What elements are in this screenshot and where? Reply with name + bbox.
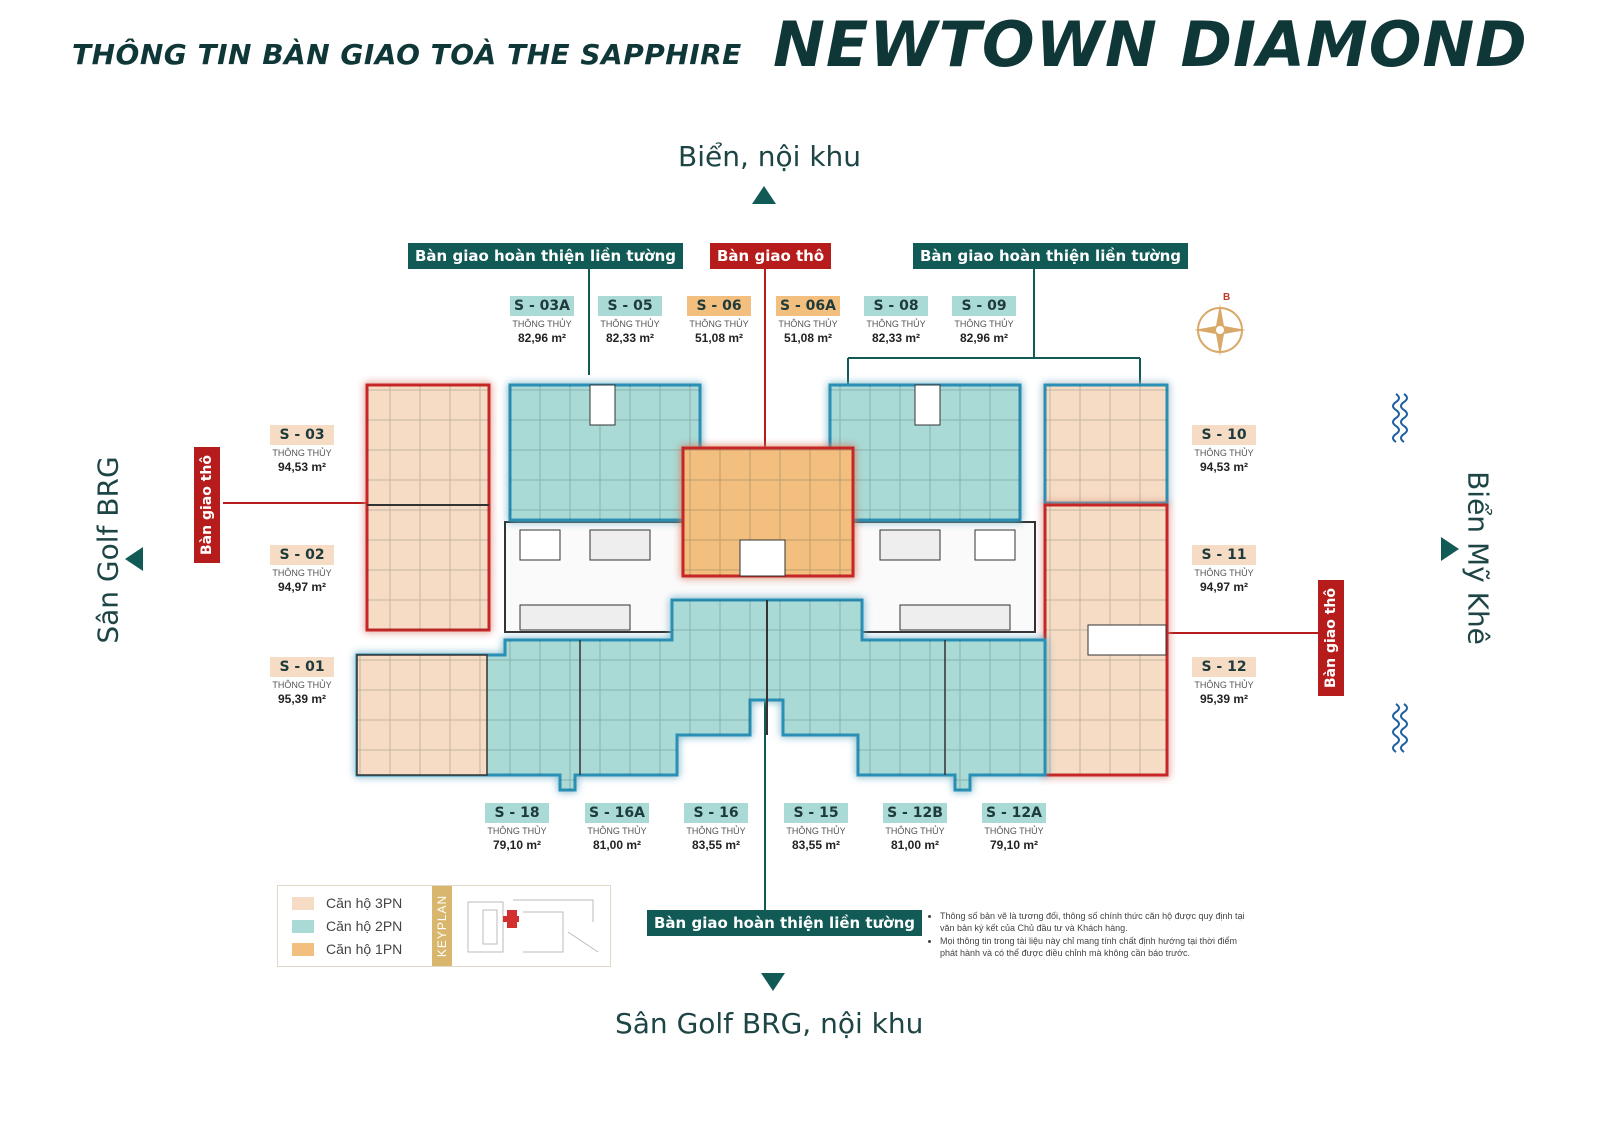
- direction-south: Sân Golf BRG, nội khu: [615, 1007, 924, 1040]
- legend-swatch: [292, 919, 314, 933]
- keyplan-label: KEYPLAN: [435, 894, 449, 958]
- unit-label-s18: S - 18 THÔNG THỦY 79,10 m²: [485, 803, 549, 855]
- unit-label-s06a: S - 06A THÔNG THỦY 51,08 m²: [776, 296, 840, 348]
- note-item: Mọi thông tin trong tài liệu này chỉ man…: [940, 935, 1248, 959]
- legend: Căn hộ 3PN Căn hộ 2PN Căn hộ 1PN KEYPLAN: [277, 885, 611, 967]
- south-arrow-icon: [761, 973, 785, 991]
- tag-finished-bottom: Bàn giao hoàn thiện liền tường: [647, 910, 922, 936]
- unit-label-s12b: S - 12B THÔNG THỦY 81,00 m²: [883, 803, 947, 855]
- unit-label-s02: S - 02 THÔNG THỦY 94,97 m²: [270, 545, 334, 597]
- keyplan-bar: [432, 886, 452, 966]
- unit-label-s08: S - 08 THÔNG THỦY 82,33 m²: [864, 296, 928, 348]
- north-arrow-icon: [752, 186, 776, 204]
- compass-label: B: [1223, 292, 1231, 303]
- unit-label-s05: S - 05 THÔNG THỦY 82,33 m²: [598, 296, 662, 348]
- tag-raw-right: Bàn giao thô: [1318, 580, 1344, 696]
- tag-raw-top: Bàn giao thô: [710, 243, 832, 269]
- compass-icon: [1194, 304, 1246, 356]
- unit-label-s10: S - 10 THÔNG THỦY 94,53 m²: [1192, 425, 1256, 477]
- unit-label-s15: S - 15 THÔNG THỦY 83,55 m²: [784, 803, 848, 855]
- legend-swatch: [292, 896, 314, 910]
- legend-item-3pn: Căn hộ 3PN: [292, 895, 402, 911]
- sea-wave-icon: [1392, 393, 1408, 443]
- unit-label-s12a: S - 12A THÔNG THỦY 79,10 m²: [982, 803, 1046, 855]
- tag-finished-top-left: Bàn giao hoàn thiện liền tường: [408, 243, 683, 269]
- unit-label-s16: S - 16 THÔNG THỦY 83,55 m²: [684, 803, 748, 855]
- note-item: Thông số bản vẽ là tương đối, thông số c…: [940, 910, 1248, 934]
- notes: Thông số bản vẽ là tương đối, thông số c…: [928, 910, 1248, 960]
- unit-label-s03a: S - 03A THÔNG THỦY 82,96 m²: [510, 296, 574, 348]
- brand-title: NEWTOWN DIAMOND: [773, 8, 1528, 81]
- unit-label-s11: S - 11 THÔNG THỦY 94,97 m²: [1192, 545, 1256, 597]
- sea-wave-icon: [1392, 703, 1408, 753]
- unit-label-s06: S - 06 THÔNG THỦY 51,08 m²: [687, 296, 751, 348]
- page-subtitle: THÔNG TIN BÀN GIAO TOÀ THE SAPPHIRE: [72, 38, 742, 71]
- west-arrow-icon: [125, 547, 143, 571]
- unit-label-s01: S - 01 THÔNG THỦY 95,39 m²: [270, 657, 334, 709]
- direction-north: Biển, nội khu: [678, 140, 862, 173]
- tag-finished-top-right: Bàn giao hoàn thiện liền tường: [913, 243, 1188, 269]
- east-arrow-icon: [1441, 537, 1459, 561]
- legend-swatch: [292, 942, 314, 956]
- legend-item-1pn: Căn hộ 1PN: [292, 941, 402, 957]
- unit-label-s16a: S - 16A THÔNG THỦY 81,00 m²: [585, 803, 649, 855]
- unit-label-s03: S - 03 THÔNG THỦY 94,53 m²: [270, 425, 334, 477]
- unit-label-s09: S - 09 THÔNG THỦY 82,96 m²: [952, 296, 1016, 348]
- unit-label-s12: S - 12 THÔNG THỦY 95,39 m²: [1192, 657, 1256, 709]
- legend-item-2pn: Căn hộ 2PN: [292, 918, 402, 934]
- tag-raw-left: Bàn giao thô: [194, 447, 220, 563]
- keyplan-map: [467, 899, 599, 953]
